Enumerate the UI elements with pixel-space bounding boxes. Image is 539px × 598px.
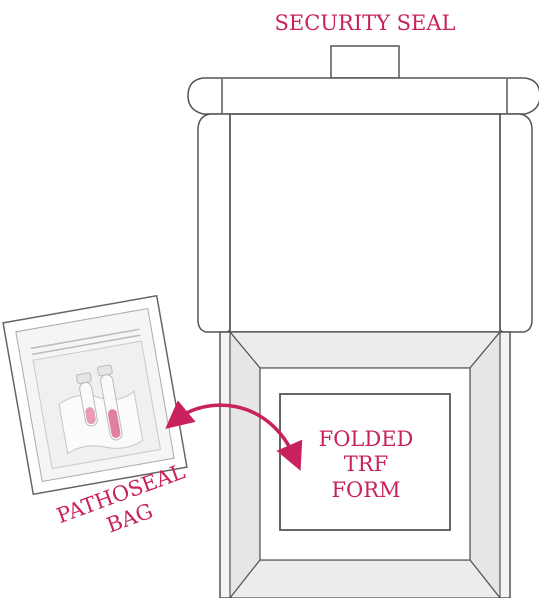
security-seal-tab (330, 45, 400, 79)
trf-form (279, 393, 451, 531)
box-lid (187, 77, 539, 333)
sample-tube-icon (76, 372, 98, 427)
pathoseal-bag (2, 294, 188, 496)
sample-tube-icon (97, 364, 123, 441)
exchange-arrow-icon (165, 400, 303, 471)
trf-form-label-line3: FORM (331, 478, 400, 502)
trf-form-label-line1: FOLDED (319, 427, 414, 451)
trf-form-label-line2: TRF (344, 452, 388, 476)
security-seal-label: SECURITY SEAL (275, 11, 456, 35)
